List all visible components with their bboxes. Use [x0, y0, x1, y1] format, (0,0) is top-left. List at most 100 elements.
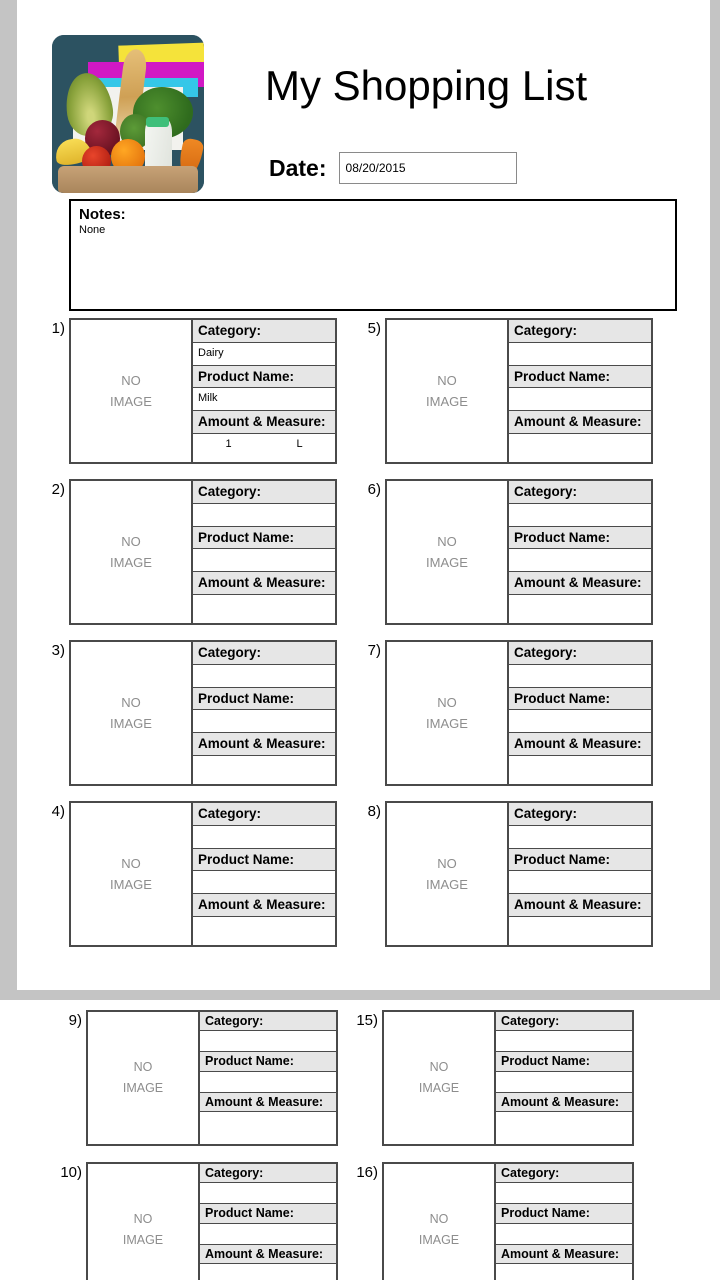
measure-value[interactable] — [580, 756, 651, 779]
product-name-value[interactable]: Milk — [193, 388, 335, 412]
item-number: 2) — [51, 481, 65, 498]
item-fields: Category:Product Name:Amount & Measure: — [496, 1012, 632, 1144]
no-image-line-2: IMAGE — [426, 877, 468, 892]
amount-value[interactable] — [200, 1264, 268, 1280]
category-value[interactable] — [509, 664, 651, 688]
product-name-value[interactable] — [193, 549, 335, 573]
item-fields: Category:Product Name:Amount & Measure: — [509, 642, 651, 784]
measure-value[interactable] — [268, 1112, 336, 1135]
no-image-line-1: NO — [437, 694, 457, 710]
product-name-value[interactable] — [200, 1071, 336, 1093]
measure-value[interactable] — [264, 756, 335, 779]
amount-value[interactable]: 1 — [225, 437, 232, 450]
product-name-value[interactable] — [509, 388, 651, 412]
category-label: Category: — [200, 1012, 336, 1032]
product-name-label: Product Name: — [509, 365, 651, 389]
category-value[interactable] — [509, 342, 651, 366]
product-name-value[interactable] — [509, 710, 651, 734]
category-value[interactable] — [200, 1183, 336, 1205]
amount-measure-row — [509, 755, 651, 779]
amount-value[interactable] — [496, 1112, 564, 1135]
item-number: 7) — [367, 642, 381, 659]
category-value[interactable] — [193, 503, 335, 527]
no-image-line-1: NO — [437, 533, 457, 549]
item-number: 6) — [367, 481, 381, 498]
item-number: 10) — [60, 1164, 82, 1181]
product-name-value[interactable] — [509, 549, 651, 573]
measure-value[interactable] — [564, 1112, 632, 1135]
category-value[interactable] — [496, 1031, 632, 1053]
measure-value[interactable] — [264, 595, 335, 618]
amount-value[interactable] — [509, 756, 580, 779]
no-image-line-2: IMAGE — [110, 877, 152, 892]
amount-measure-row — [193, 594, 335, 618]
category-value[interactable]: Dairy — [193, 342, 335, 366]
amount-measure-row — [200, 1112, 336, 1136]
no-image-placeholder[interactable]: NO IMAGE — [387, 803, 509, 945]
amount-value[interactable] — [193, 595, 264, 618]
amount-value[interactable] — [496, 1264, 564, 1280]
item-fields: Category:Product Name:Amount & Measure: — [193, 642, 335, 784]
category-label: Category: — [509, 481, 651, 504]
amount-measure-label: Amount & Measure: — [496, 1092, 632, 1113]
measure-value[interactable] — [264, 917, 335, 940]
product-name-value[interactable] — [193, 710, 335, 734]
amount-value[interactable] — [509, 434, 580, 457]
category-label: Category: — [200, 1164, 336, 1184]
amount-measure-row — [496, 1112, 632, 1136]
amount-value[interactable] — [509, 595, 580, 618]
amount-value[interactable] — [193, 756, 264, 779]
amount-measure-row — [509, 433, 651, 457]
product-name-value[interactable] — [200, 1223, 336, 1245]
measure-value[interactable] — [580, 917, 651, 940]
measure-value[interactable] — [580, 595, 651, 618]
measure-value[interactable] — [580, 434, 651, 457]
amount-value[interactable] — [509, 917, 580, 940]
category-value[interactable] — [509, 825, 651, 849]
amount-measure-row — [193, 916, 335, 940]
amount-value[interactable] — [200, 1112, 268, 1135]
product-name-value[interactable] — [193, 871, 335, 895]
product-name-value[interactable] — [509, 871, 651, 895]
category-value[interactable] — [193, 825, 335, 849]
measure-value[interactable] — [564, 1264, 632, 1280]
category-value[interactable] — [509, 503, 651, 527]
amount-value[interactable] — [193, 917, 264, 940]
product-name-value[interactable] — [496, 1223, 632, 1245]
notes-box[interactable]: Notes: None — [69, 199, 677, 311]
product-name-value[interactable] — [496, 1071, 632, 1093]
category-value[interactable] — [200, 1031, 336, 1053]
measure-value[interactable]: L — [296, 437, 303, 450]
no-image-line-1: NO — [437, 855, 457, 871]
product-name-label: Product Name: — [509, 526, 651, 550]
category-value[interactable] — [496, 1183, 632, 1205]
item-number: 15) — [356, 1012, 378, 1029]
no-image-line-2: IMAGE — [122, 1081, 164, 1095]
amount-measure-label: Amount & Measure: — [509, 411, 651, 434]
no-image-line-2: IMAGE — [110, 716, 152, 731]
date-input[interactable]: 08/20/2015 — [338, 152, 517, 184]
category-value[interactable] — [193, 664, 335, 688]
measure-value[interactable] — [268, 1264, 336, 1280]
